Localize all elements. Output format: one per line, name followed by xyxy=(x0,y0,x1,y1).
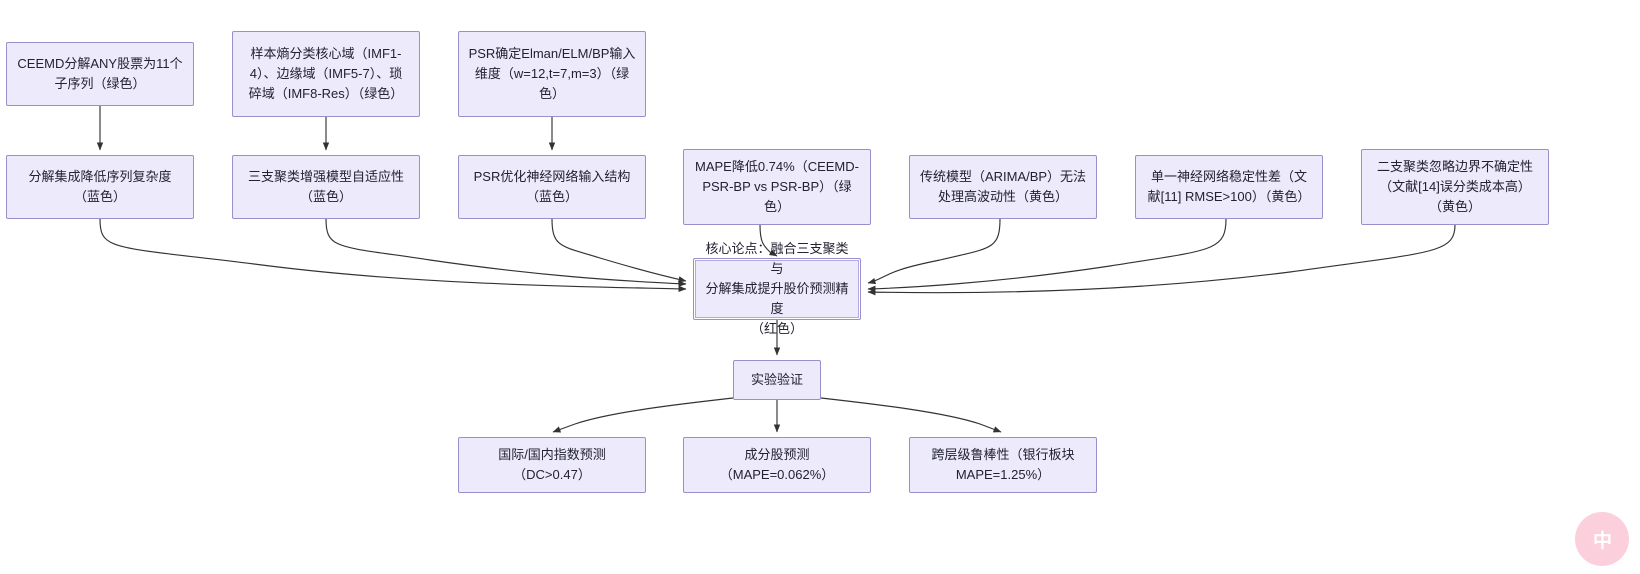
edge-n9-core xyxy=(867,218,1227,292)
node-index-prediction[interactable]: 国际/国内指数预测 （DC>0.47） xyxy=(458,437,646,493)
edge-n5-core xyxy=(325,218,687,287)
node-psr-optimizes-network-input[interactable]: PSR优化神经网络输入结构 （蓝色） xyxy=(458,155,646,219)
node-traditional-model-limitation[interactable]: 传统模型（ARIMA/BP）无法 处理高波动性（黄色） xyxy=(909,155,1097,219)
node-decomposition-reduces-complexity[interactable]: 分解集成降低序列复杂度 （蓝色） xyxy=(6,155,194,219)
node-ceemd-decompose[interactable]: CEEMD分解ANY股票为11个 子序列（绿色） xyxy=(6,42,194,106)
node-core-argument[interactable]: 核心论点：融合三支聚类与 分解集成提升股价预测精度 （红色） xyxy=(693,241,861,336)
edge-n6-core xyxy=(551,218,687,283)
edge-n4-core xyxy=(99,218,687,293)
node-single-network-instability[interactable]: 单一神经网络稳定性差（文 献[11] RMSE>100）（黄色） xyxy=(1135,155,1323,219)
node-mape-reduction[interactable]: MAPE降低0.74%（CEEMD- PSR-BP vs PSR-BP）（绿 色… xyxy=(683,149,871,225)
edge-n8-core xyxy=(867,218,1001,285)
edge-verify-n13 xyxy=(820,397,1002,433)
node-two-way-clustering-boundary[interactable]: 二支聚类忽略边界不确定性 （文献[14]误分类成本高） （黄色） xyxy=(1361,149,1549,225)
edge-verify-n11 xyxy=(552,397,734,433)
node-constituent-stock-prediction[interactable]: 成分股预测 （MAPE=0.062%） xyxy=(683,437,871,493)
node-cross-level-robustness[interactable]: 跨层级鲁棒性（银行板块 MAPE=1.25%） xyxy=(909,437,1097,493)
node-experimental-validation[interactable]: 实验验证 xyxy=(733,360,821,400)
watermark-logo: 中 xyxy=(1575,512,1629,566)
edge-n10-core xyxy=(867,224,1456,296)
node-sample-entropy-classify[interactable]: 样本熵分类核心域（IMF1- 4）、边缘域（IMF5-7）、琐 碎域（IMF8-… xyxy=(232,31,420,117)
node-psr-input-dimension[interactable]: PSR确定Elman/ELM/BP输入 维度（w=12,t=7,m=3）（绿 色… xyxy=(458,31,646,117)
node-three-way-clustering-adaptive[interactable]: 三支聚类增强模型自适应性 （蓝色） xyxy=(232,155,420,219)
